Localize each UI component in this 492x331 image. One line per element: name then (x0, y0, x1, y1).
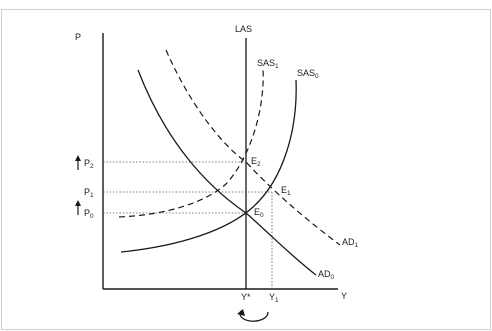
e2-label-main: E (251, 156, 257, 166)
e0-label-sub: 0 (260, 212, 264, 219)
p0-label-sub: 0 (90, 213, 94, 220)
e0-label: E0 (254, 207, 264, 219)
p2-label: P2 (84, 158, 94, 170)
p2-label-main: P (84, 158, 90, 168)
ad0-curve (137, 69, 317, 276)
ad1-label-sub: 1 (355, 242, 359, 249)
ad1-label-main: AD (342, 237, 355, 247)
y-axis-label: P (75, 32, 81, 42)
sas0-label: SAS0 (297, 68, 319, 80)
ad0-label-sub: 0 (331, 274, 335, 281)
y1-label-sub: 1 (275, 297, 279, 304)
ad1-label: AD1 (342, 237, 359, 249)
sas1-label: SAS1 (257, 58, 279, 70)
p1-label: P1 (84, 187, 94, 199)
y1-label-main: Y (269, 292, 275, 302)
p2-label-sub: 2 (90, 163, 94, 170)
e1-label-sub: 1 (287, 190, 291, 197)
ad0-label: AD0 (318, 269, 335, 281)
sas0-label-main: SAS (297, 68, 315, 78)
p1-label-sub: 1 (90, 192, 94, 199)
las-label: LAS (235, 24, 252, 34)
up-arrow-icon (75, 155, 81, 170)
ad1-curve (165, 49, 341, 246)
y1-label: Y1 (269, 292, 279, 304)
e0-label-main: E (254, 207, 260, 217)
sas1-label-sub: 1 (275, 63, 279, 70)
e1-label-main: E (281, 185, 287, 195)
ystar-label: Y* (241, 292, 251, 302)
sas0-label-sub: 0 (315, 73, 319, 80)
guide-lines (103, 161, 273, 289)
up-arrow-icon (75, 200, 81, 215)
e2-label: E2 (251, 156, 261, 168)
x-axis-label: Y (341, 291, 347, 301)
sas1-label-main: SAS (257, 58, 275, 68)
e1-label: E1 (281, 185, 291, 197)
p0-label-main: P (84, 208, 90, 218)
e2-label-sub: 2 (257, 161, 261, 168)
frame (1, 9, 491, 330)
curved-arrow-icon (237, 309, 269, 322)
p0-label: P0 (84, 208, 94, 220)
ad0-label-main: AD (318, 269, 331, 279)
sas1-curve (118, 68, 264, 218)
sas0-curve (120, 79, 297, 253)
p1-label-main: P (84, 187, 90, 197)
